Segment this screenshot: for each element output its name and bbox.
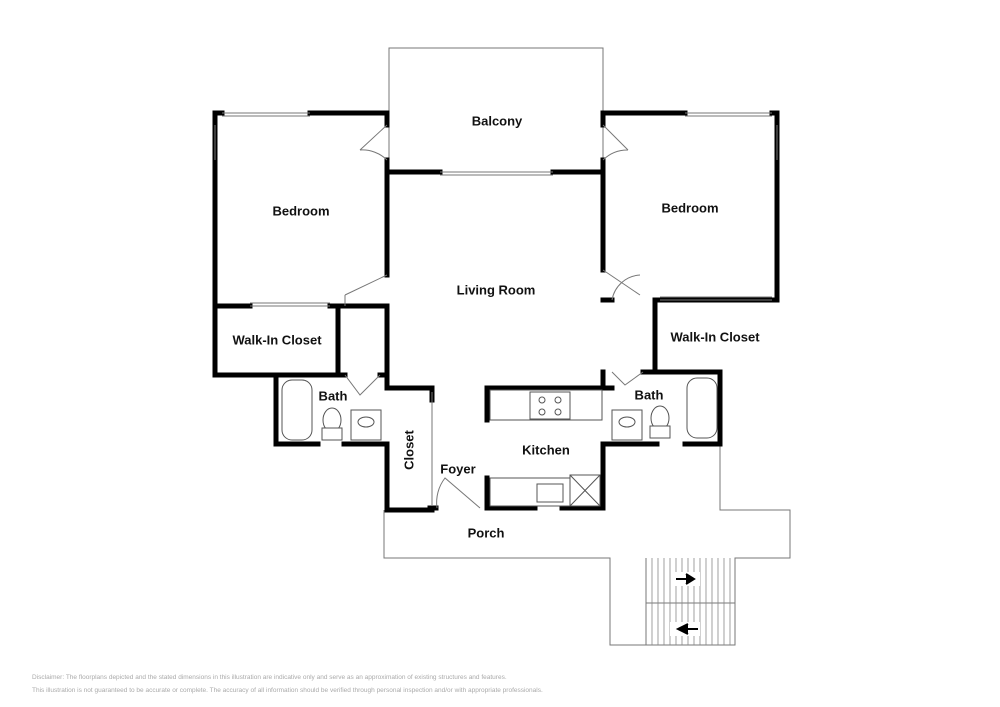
room-label-foyer: Foyer	[440, 461, 476, 477]
room-label-bath-right: Bath	[634, 387, 664, 403]
room-label-balcony: Balcony	[471, 113, 523, 129]
arrow-right-icon	[676, 573, 696, 585]
room-label-bedroom-right: Bedroom	[661, 200, 719, 216]
balcony-outline	[388, 47, 604, 173]
disclaimer-line-1: Disclaimer: The floorplans depicted and …	[32, 674, 507, 681]
room-label-walk-in-closet-right: Walk-In Closet	[670, 329, 760, 345]
room-label-walk-in-closet-left: Walk-In Closet	[232, 332, 322, 348]
room-label-closet: Closet	[401, 430, 417, 470]
porch-outline	[383, 444, 791, 646]
disclaimer-line-2: This illustration is not guaranteed to b…	[32, 687, 543, 694]
room-label-kitchen: Kitchen	[522, 442, 570, 458]
room-label-bedroom-left: Bedroom	[272, 203, 330, 219]
fixtures	[281, 377, 718, 507]
room-label-bath-left: Bath	[318, 388, 348, 404]
stairs	[645, 558, 735, 645]
arrow-left-icon	[675, 623, 698, 635]
room-label-living-room: Living Room	[456, 282, 536, 298]
walls	[212, 110, 780, 513]
room-label-porch: Porch	[467, 525, 505, 541]
